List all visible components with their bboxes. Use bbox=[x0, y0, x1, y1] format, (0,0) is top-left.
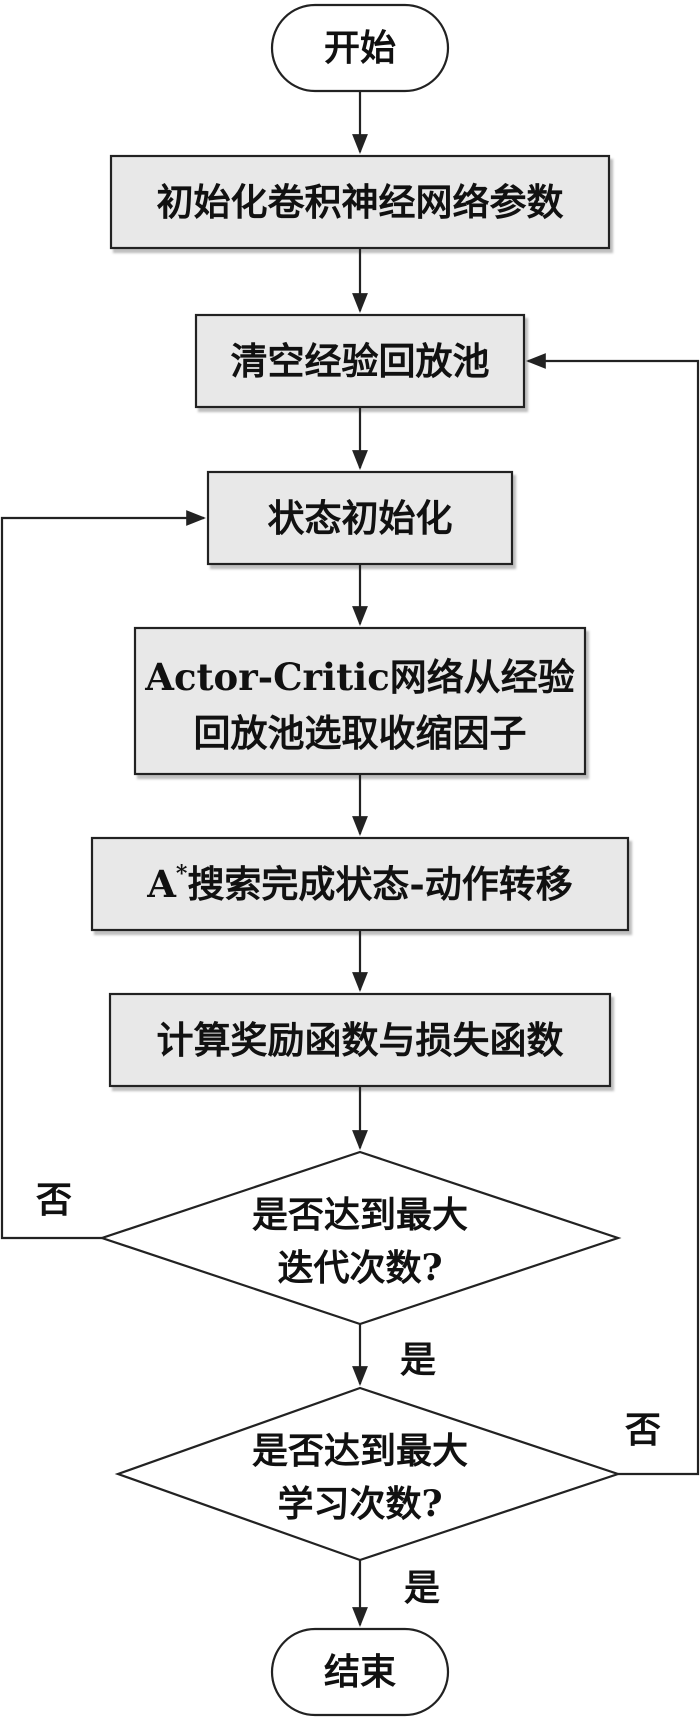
end-label: 结束 bbox=[324, 1651, 396, 1693]
edge-learn-no-loop bbox=[526, 353, 700, 1476]
state-init-box bbox=[206, 470, 514, 566]
compute-box bbox=[108, 992, 612, 1088]
astar-label: A*搜索完成状态-动作转移 bbox=[146, 861, 573, 906]
compute-label: 计算奖励函数与损失函数 bbox=[157, 1018, 564, 1062]
astar-label-prefix: A bbox=[146, 862, 177, 906]
learn-no-label: 否 bbox=[625, 1409, 661, 1451]
select-factor-box bbox=[133, 626, 587, 776]
start-label: 开始 bbox=[324, 27, 396, 69]
astar-box bbox=[90, 836, 630, 932]
select-factor-label-line2: 回放池选取收缩因子 bbox=[194, 711, 527, 755]
clear-pool-label: 清空经验回放池 bbox=[231, 339, 490, 383]
astar-label-rest: 搜索完成状态-动作转移 bbox=[187, 862, 572, 906]
max-learn-decision bbox=[114, 1386, 622, 1562]
max-learn-label-line1: 是否达到最大 bbox=[252, 1430, 468, 1472]
iter-no-label: 否 bbox=[36, 1179, 72, 1221]
learn-yes-label: 是 bbox=[404, 1567, 440, 1609]
select-factor-label-line1: Actor-Critic网络从经验 bbox=[144, 655, 575, 699]
max-iter-label-line1: 是否达到最大 bbox=[252, 1194, 468, 1236]
max-iter-decision bbox=[98, 1150, 622, 1326]
end-terminal bbox=[270, 1627, 450, 1717]
state-init-label: 状态初始化 bbox=[268, 496, 453, 540]
max-learn-label-line2: 学习次数? bbox=[277, 1483, 442, 1525]
astar-label-sup: * bbox=[176, 861, 188, 887]
init-cnn-label: 初始化卷积神经网络参数 bbox=[157, 180, 564, 224]
max-iter-label-line2: 迭代次数? bbox=[277, 1247, 442, 1289]
edge-iter-no-loop bbox=[0, 510, 206, 1240]
iter-yes-label: 是 bbox=[400, 1339, 436, 1381]
init-cnn-box bbox=[109, 154, 611, 250]
